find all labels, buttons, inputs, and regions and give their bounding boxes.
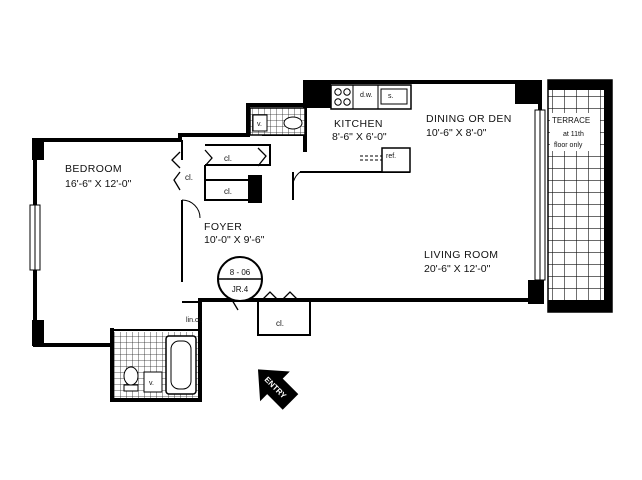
terrace xyxy=(547,79,613,313)
unit-badge xyxy=(217,256,263,302)
bathroom xyxy=(114,332,198,398)
kitchen-dims: 8'-6" X 6'-0" xyxy=(332,131,387,143)
terrace-title: TERRACE xyxy=(552,116,590,125)
dining-label: DINING OR DEN xyxy=(426,113,512,125)
bedroom-dims: 16'-6" X 12'-0" xyxy=(65,178,132,190)
closet-doors xyxy=(171,147,299,311)
vanity-label: v. xyxy=(257,121,262,128)
living-room-dims: 20'-6" X 12'-0" xyxy=(424,263,491,275)
terrace-note-line2: floor only xyxy=(554,142,583,149)
kitchen-counter xyxy=(330,84,412,110)
dining-dims: 10'-6" X 8'-0" xyxy=(426,127,487,139)
foyer-dims: 10'-0" X 9'-6" xyxy=(204,234,265,246)
kitchen-label: KITCHEN xyxy=(334,118,383,130)
sink-label: s. xyxy=(388,93,394,100)
windows xyxy=(29,109,546,281)
refrigerator-label: ref. xyxy=(386,153,396,160)
closet-label-foyer: cl. xyxy=(224,187,232,196)
linen-closet-label: lin.cl. xyxy=(186,317,202,324)
entry-closet-label: cl. xyxy=(276,319,284,328)
entry-arrow-icon xyxy=(257,369,299,410)
living-room-label: LIVING ROOM xyxy=(424,249,498,261)
door-swings xyxy=(181,171,301,219)
closet-label-upper: cl. xyxy=(224,154,232,163)
bedroom-label: BEDROOM xyxy=(65,163,122,175)
terrace-note-line1: at 11th xyxy=(563,131,584,138)
interior-partitions xyxy=(112,134,410,336)
powder-room xyxy=(249,107,306,136)
unit-number: 8 - 06 xyxy=(230,268,251,277)
closet-label-bedroom: cl. xyxy=(185,173,193,182)
refrigerator xyxy=(360,147,411,173)
foyer-label: FOYER xyxy=(204,221,242,233)
bath-vanity-label: v. xyxy=(149,380,154,387)
unit-type: JR.4 xyxy=(232,285,249,294)
dishwasher-label: d.w. xyxy=(360,92,373,99)
